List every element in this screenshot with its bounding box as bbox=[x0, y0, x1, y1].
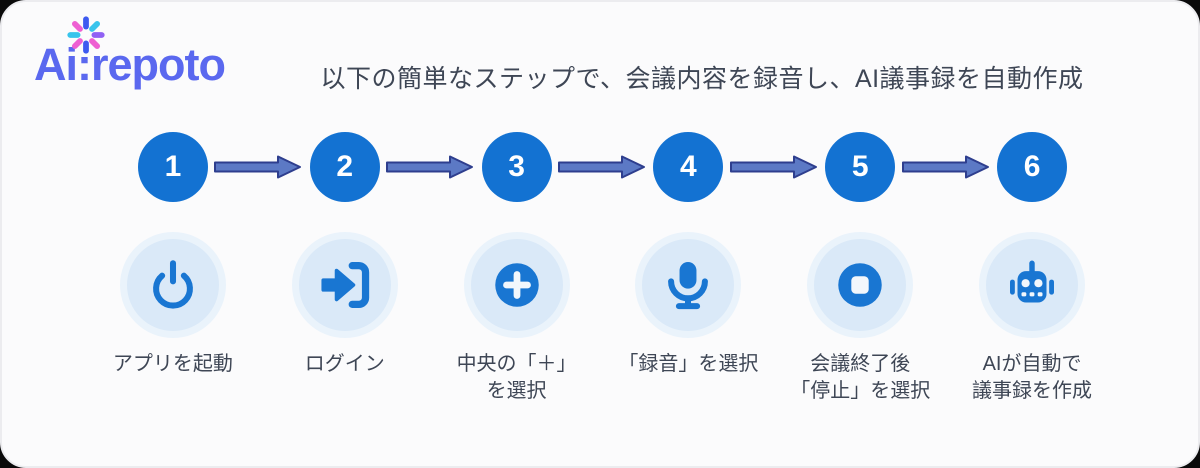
arrow-right-icon bbox=[558, 155, 645, 179]
step-number-badge: 6 bbox=[997, 132, 1068, 202]
step-label: 会議終了後 「停止」を選択 bbox=[790, 353, 931, 402]
login-icon bbox=[321, 262, 369, 308]
steps-row: 1 アプリを起動 2 ログイン 3 bbox=[87, 132, 1118, 405]
microphone-icon bbox=[668, 262, 709, 310]
step-label: AIが自動で 議事録を作成 bbox=[972, 353, 1093, 402]
step-number-badge: 1 bbox=[137, 132, 208, 202]
power-icon bbox=[153, 260, 193, 309]
step-login: 2 ログイン bbox=[259, 132, 431, 405]
step-record: 4 「録音」を選択 bbox=[602, 132, 774, 405]
step-number-badge: 5 bbox=[825, 132, 896, 202]
step-label: ログイン bbox=[304, 353, 385, 375]
sparkle-burst-icon bbox=[65, 14, 107, 56]
step-number-badge: 4 bbox=[653, 132, 724, 202]
step-launch-app: 1 アプリを起動 bbox=[87, 132, 259, 405]
step-ai-minutes: 6 AIが自動で 議事録を作成 bbox=[946, 132, 1118, 405]
step-label: 中央の「＋」 を選択 bbox=[456, 353, 577, 402]
plus-icon bbox=[494, 263, 539, 307]
step-label: アプリを起動 bbox=[112, 353, 233, 375]
step-tap-plus: 3 中央の「＋」 を選択 bbox=[431, 132, 603, 405]
step-stop: 5 会議終了後 「停止」を選択 bbox=[774, 132, 946, 405]
arrow-right-icon bbox=[214, 155, 301, 179]
stop-icon bbox=[838, 263, 882, 307]
robot-icon bbox=[1010, 260, 1055, 303]
step-number-badge: 2 bbox=[309, 132, 380, 202]
tagline: 以下の簡単なステップで、会議内容を録音し、AI議事録を自動作成 bbox=[320, 65, 1084, 93]
arrow-right-icon bbox=[386, 155, 473, 179]
step-label: 「録音」を選択 bbox=[618, 353, 759, 375]
logo-text: Ai:repoto bbox=[34, 39, 226, 90]
arrow-right-icon bbox=[902, 155, 989, 179]
arrow-right-icon bbox=[730, 155, 817, 179]
step-number-badge: 3 bbox=[481, 132, 552, 202]
logo: Ai:repoto bbox=[34, 16, 226, 90]
